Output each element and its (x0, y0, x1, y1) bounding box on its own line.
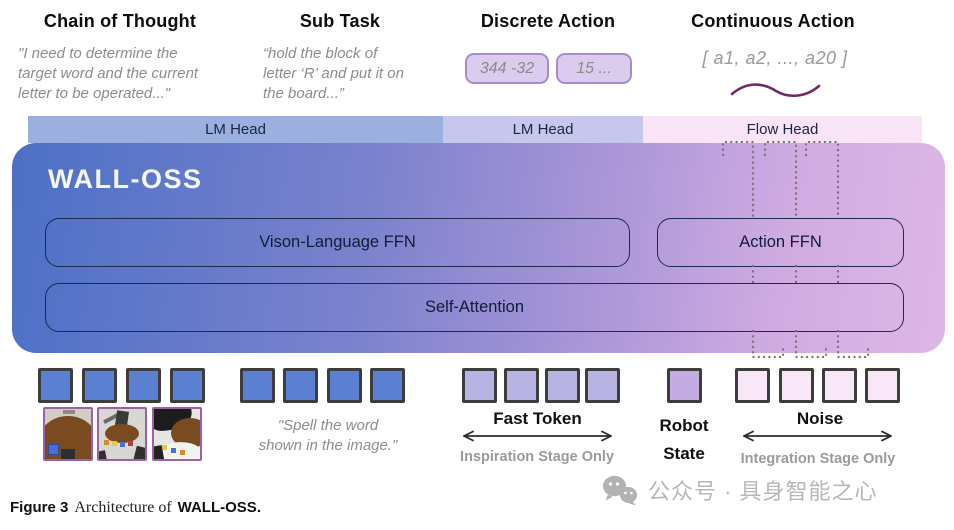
token-square-instruction (370, 368, 405, 403)
fast-token-label: Fast Token (493, 409, 582, 428)
chain-of-thought-quote: "I need to determine the target word and… (18, 45, 199, 102)
token-square-fast (545, 368, 580, 403)
token-square-robot-state (667, 368, 702, 403)
column-title-discrete-action: Discrete Action (480, 11, 616, 31)
vision-language-ffn-box: Vison-Language FFN (45, 218, 630, 267)
column-title-sub-task: Sub Task (299, 11, 381, 31)
robot-scene-photo (43, 407, 93, 461)
caption-figure-label: Figure 3 (10, 499, 69, 516)
robot-state-label: Robot State (659, 416, 709, 463)
continuous-action-wave-icon (730, 83, 821, 97)
token-square-noise (865, 368, 900, 403)
caption-model-name: WALL-OSS (177, 499, 257, 516)
column-title-chain-of-thought: Chain of Thought (43, 11, 197, 31)
wechat-icon (603, 475, 637, 505)
token-square-cot (38, 368, 73, 403)
token-square-noise (779, 368, 814, 403)
self-attention-box: Self-Attention (45, 283, 904, 332)
noise-label: Noise (796, 409, 844, 428)
token-square-cot (126, 368, 161, 403)
token-square-fast (585, 368, 620, 403)
flow-head-bar: Flow Head (643, 116, 922, 143)
lm-head-bar-middle: LM Head (443, 116, 643, 143)
action-ffn-box: Action FFN (657, 218, 904, 267)
token-square-instruction (240, 368, 275, 403)
model-title: WALL-OSS (48, 164, 203, 194)
sub-task-quote: “hold the block of letter ‘R’ and put it… (263, 45, 404, 102)
double-arrow-icon (463, 430, 612, 442)
watermark-text: 公众号 · 具身智能之心 (648, 479, 878, 504)
token-square-cot (82, 368, 117, 403)
caption-period: . (256, 499, 261, 516)
lm-head-bar-left: LM Head (28, 116, 443, 143)
integration-stage-label: Integration Stage Only (740, 451, 896, 467)
continuous-action-vector: [ a1, a2, ..., a20 ] (702, 48, 848, 68)
token-square-fast (462, 368, 497, 403)
token-square-instruction (283, 368, 318, 403)
token-square-instruction (327, 368, 362, 403)
token-square-noise (822, 368, 857, 403)
double-arrow-icon (743, 430, 892, 442)
robot-scene-photo (152, 407, 202, 461)
token-square-noise (735, 368, 770, 403)
discrete-token-chip: 344 -32 (465, 53, 549, 84)
column-title-continuous-action: Continuous Action (691, 11, 855, 31)
token-square-fast (504, 368, 539, 403)
token-square-cot (170, 368, 205, 403)
discrete-token-chip: 15 ... (556, 53, 632, 84)
watermark: 公众号 · 具身智能之心 (602, 474, 878, 506)
inspiration-stage-label: Inspiration Stage Only (460, 449, 614, 465)
figure-caption: Figure 3 Architecture of WALL-OSS. (10, 499, 261, 517)
instruction-quote: "Spell the word shown in the image." (258, 417, 398, 454)
robot-scene-photo (97, 407, 147, 461)
caption-text: Architecture of (74, 499, 172, 516)
